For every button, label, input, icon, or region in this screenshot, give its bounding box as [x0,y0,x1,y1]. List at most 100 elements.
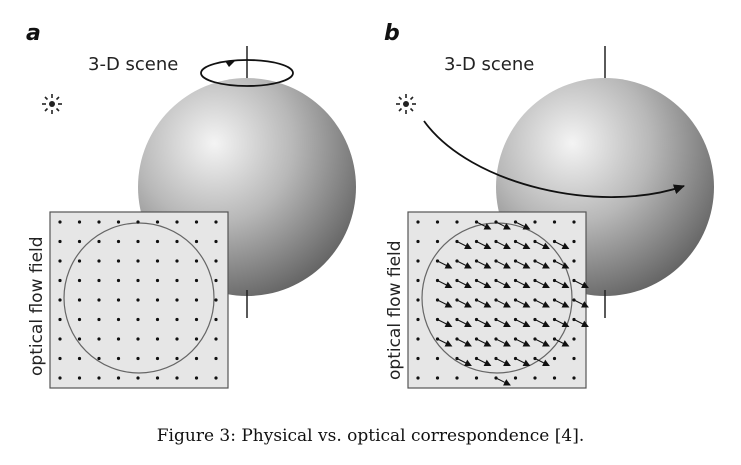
flow-vector-arrow [515,338,531,347]
rotation-arrow [200,59,294,87]
flow-dot [97,220,101,224]
flow-dot [455,376,459,380]
flow-dot [175,239,179,244]
flow-vector-arrow [515,299,531,308]
flow-dot [155,220,160,224]
flow-dot [214,239,218,244]
flow-dot [416,220,420,224]
flow-dot [97,298,101,302]
flow-vector-arrow [437,338,453,347]
flow-vector-arrow [515,319,531,327]
panel-b-flow-label: optical flow field [385,240,405,380]
flow-vector-arrow [437,260,453,269]
flow-vector-arrow [476,319,492,327]
flow-dot [194,259,199,263]
flow-vector-arrow [495,358,511,366]
flow-vector-arrow [573,319,589,327]
flow-dot [97,356,101,361]
flow-vector-arrow [495,280,511,288]
flow-dot [572,259,576,263]
flow-vector-arrow [495,377,511,386]
flow-dot [136,356,140,361]
flow-vector-arrow [554,338,570,347]
flow-dot [58,220,62,224]
flow-dot [77,356,82,361]
panel-b: b 3-D scene optical flow field [384,21,714,389]
flow-dot [155,259,160,263]
flow-dot [155,317,160,322]
flow-dot [175,356,179,361]
flow-vector-arrow [515,260,531,269]
flow-dot [155,337,160,341]
flow-dot [552,220,557,224]
flow-dot [214,317,218,322]
flow-dot [416,278,420,283]
flow-vector-arrow [456,358,472,366]
flow-dot [77,278,82,283]
flow-dot [58,317,62,322]
flow-dot [435,376,440,380]
flow-dot [155,298,160,302]
flow-dot [214,259,218,263]
flow-vector-arrow [476,280,492,288]
flow-vector-arrow [495,241,511,249]
flow-dot [116,278,121,283]
flow-vector-arrow [515,221,531,230]
flow-dot [416,356,420,361]
flow-vector-arrow [534,241,550,249]
flow-vector-arrow [437,319,453,327]
flow-dot [455,220,459,224]
flow-dot [416,317,420,322]
flow-dot [416,376,420,380]
flow-dot [97,259,101,263]
flow-dot [77,317,82,322]
flow-dot [175,220,179,224]
flow-vector-arrow [456,280,472,288]
flow-dot [155,376,160,380]
flow-vector-arrow [495,260,511,269]
flow-dot [175,317,179,322]
flow-vector-arrow [534,299,550,308]
flow-dot [97,337,101,341]
flow-dot [97,376,101,380]
flow-vector-arrow [554,299,570,308]
flow-dot [58,337,62,341]
flow-dot [194,317,199,322]
flow-vector-arrow [573,299,589,308]
flow-dot [97,278,101,283]
flow-dot [77,337,82,341]
flow-dot [77,239,82,244]
flow-vector-arrow [515,241,531,249]
flow-dot [416,337,420,341]
flow-dot [214,298,218,302]
flow-dot [533,376,537,380]
flow-vector-arrow [554,280,570,288]
flow-vector-arrow [476,221,492,230]
flow-dot [194,356,199,361]
flow-dot [175,278,179,283]
flow-dot [513,376,518,380]
flow-vector-arrow [476,241,492,249]
flow-dot [155,356,160,361]
flow-dot [194,337,199,341]
flow-dot [116,337,121,341]
flow-dot [58,356,62,361]
flow-dot [435,356,440,361]
flow-vector-arrow [476,338,492,347]
flow-vector-arrow [456,319,472,327]
flow-dot [175,259,179,263]
flow-vector-arrow [456,338,472,347]
flow-dot [77,298,82,302]
flow-vector-arrow [456,241,472,249]
flow-vector-arrow [554,260,570,269]
flow-dot [116,220,121,224]
flow-dot [116,356,121,361]
panel-b-letter: b [384,21,400,46]
panel-b-scene-label: 3-D scene [444,54,534,75]
flow-vector-arrow [573,280,589,288]
flow-vector-arrow [476,358,492,366]
flow-dot [58,259,62,263]
flow-dot [214,337,218,341]
flow-dot [116,259,121,263]
flow-vector-arrow [495,221,511,230]
